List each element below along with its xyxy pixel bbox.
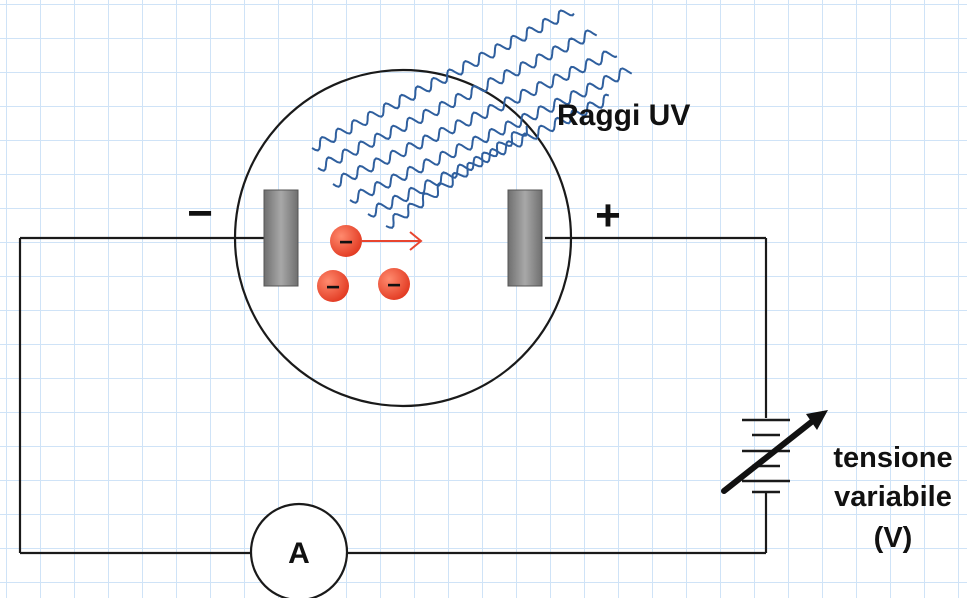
uv-ray-2 bbox=[317, 29, 598, 172]
voltage-label-line3: (V) bbox=[874, 522, 913, 554]
uv-ray-1 bbox=[311, 9, 575, 152]
voltage-label-line1: tensione bbox=[833, 442, 952, 474]
electron-2-sign: − bbox=[326, 274, 340, 301]
uv-ray-6 bbox=[385, 125, 528, 229]
electron-3-sign: − bbox=[387, 272, 401, 299]
vacuum-tube bbox=[233, 68, 573, 408]
circuit-wires bbox=[18, 236, 768, 555]
cathode-plate bbox=[263, 189, 299, 287]
anode-plate bbox=[507, 189, 543, 287]
electron-motion-arrow bbox=[362, 231, 423, 251]
uv-ray-5 bbox=[367, 93, 610, 218]
electron-3: − bbox=[378, 268, 410, 300]
negative-terminal-sign: − bbox=[187, 189, 213, 238]
electron-2: − bbox=[317, 270, 349, 302]
positive-terminal-sign: + bbox=[595, 191, 621, 240]
uv-rays bbox=[311, 9, 633, 229]
uv-rays-label: Raggi UV bbox=[557, 99, 690, 132]
voltage-label-line2: variabile bbox=[834, 481, 952, 513]
ammeter-label: A bbox=[288, 537, 310, 570]
ammeter: A bbox=[249, 502, 349, 598]
uv-ray-3 bbox=[332, 50, 618, 188]
variable-arrow-icon bbox=[721, 410, 828, 494]
electron-1: − bbox=[330, 225, 362, 257]
uv-ray-4 bbox=[349, 67, 633, 204]
electron-1-sign: − bbox=[339, 229, 353, 256]
